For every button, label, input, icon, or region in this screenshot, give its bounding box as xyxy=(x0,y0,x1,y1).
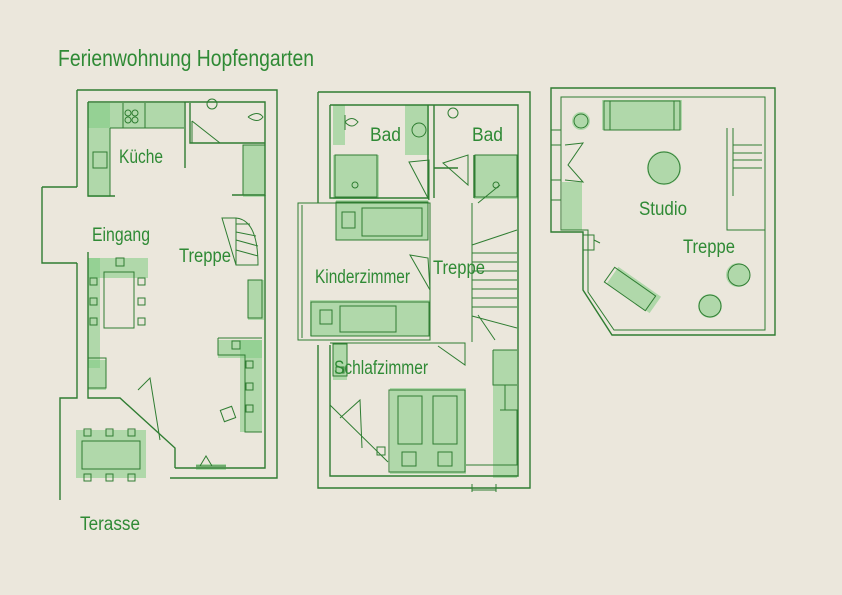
room-label-bad-right: Bad xyxy=(472,125,503,146)
first-floor-washes xyxy=(310,105,518,478)
room-label-treppe-attic: Treppe xyxy=(683,237,735,258)
ground-floor-plan: Küche Eingang Treppe Terasse xyxy=(41,89,278,535)
room-label-kinderzimmer: Kinderzimmer xyxy=(315,267,411,288)
room-label-eingang: Eingang xyxy=(92,225,150,246)
room-label-terasse: Terasse xyxy=(80,514,140,535)
room-label-kueche: Küche xyxy=(119,147,163,168)
room-label-studio: Studio xyxy=(639,199,687,220)
room-label-schlafzimmer: Schlafzimmer xyxy=(334,358,429,379)
attic-washes xyxy=(562,100,750,318)
first-floor-plan: Bad Bad Kinderzimmer Treppe Schlafzimmer xyxy=(297,91,531,492)
dining-chairs xyxy=(89,277,146,326)
attic-floor-plan: Studio Treppe xyxy=(550,87,776,336)
room-label-treppe-first: Treppe xyxy=(433,258,485,279)
room-label-bad-left: Bad xyxy=(370,125,401,146)
plan-title: Ferienwohnung Hopfengarten xyxy=(58,45,314,71)
room-label-treppe-ground: Treppe xyxy=(179,246,231,267)
